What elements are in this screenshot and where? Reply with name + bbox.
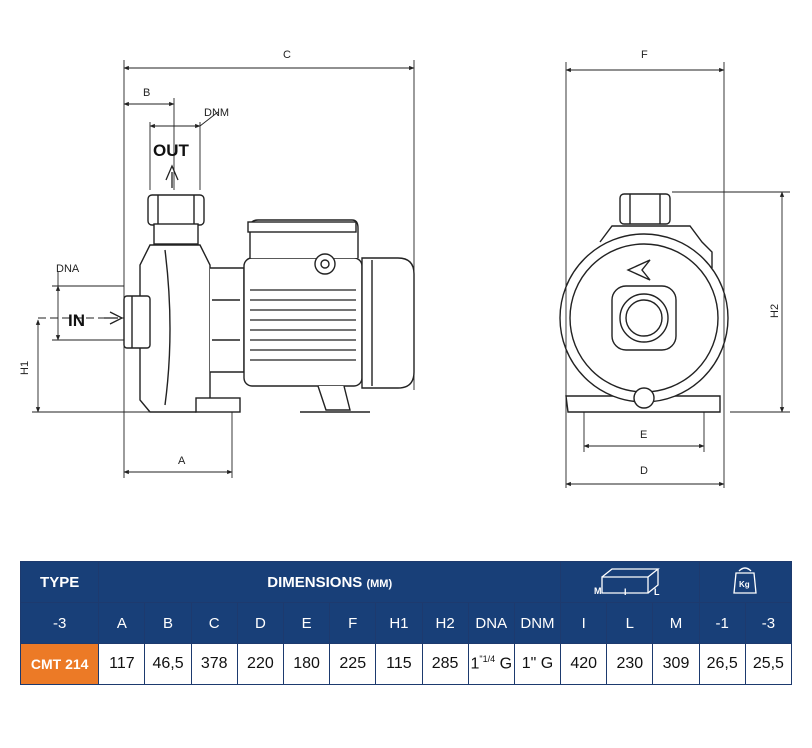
front-dimension-lines bbox=[565, 62, 790, 488]
label-d: D bbox=[640, 465, 648, 477]
subheader-cell: DNA bbox=[467, 602, 515, 644]
subheader-cell: A bbox=[98, 602, 146, 644]
subheader-cell: -3 bbox=[744, 602, 793, 644]
subheader-cell: -1 bbox=[698, 602, 746, 644]
dimensions-header: DIMENSIONS (MM) bbox=[98, 561, 562, 603]
label-h2: H2 bbox=[769, 304, 781, 318]
weight-icon-text: Kg bbox=[739, 580, 750, 589]
dimensions-table: TYPE DIMENSIONS (MM) M I L Kg -3 A bbox=[19, 561, 793, 685]
value-b: 46,5 bbox=[144, 643, 192, 685]
box-letter-l: L bbox=[654, 587, 660, 597]
label-b: B bbox=[143, 87, 150, 99]
subheader-cell: I bbox=[560, 602, 608, 644]
label-c: C bbox=[283, 49, 291, 61]
dimensions-unit: (MM) bbox=[366, 577, 393, 590]
label-e: E bbox=[640, 429, 647, 441]
subheader-cell: L bbox=[606, 602, 654, 644]
value-dna: 1"1/4 G bbox=[467, 643, 515, 685]
subheader-cell: F bbox=[329, 602, 377, 644]
value-l: 230 bbox=[606, 643, 654, 685]
weight-kg-icon: Kg bbox=[698, 561, 793, 603]
label-f: F bbox=[641, 49, 648, 61]
value-d: 220 bbox=[236, 643, 284, 685]
label-dna: DNA bbox=[56, 263, 80, 275]
subheader-cell: H1 bbox=[375, 602, 423, 644]
label-out: OUT bbox=[153, 141, 190, 160]
value-h1: 115 bbox=[375, 643, 423, 685]
subheader-cell: D bbox=[236, 602, 284, 644]
subheader-cell: H2 bbox=[421, 602, 469, 644]
side-view bbox=[123, 194, 415, 413]
subheader-cell: B bbox=[144, 602, 192, 644]
label-h1: H1 bbox=[19, 361, 31, 375]
subheader-cell: E bbox=[282, 602, 331, 644]
value-a: 117 bbox=[98, 643, 146, 685]
flow-arrows bbox=[104, 164, 179, 325]
value-weight-3: 25,5 bbox=[744, 643, 793, 685]
value-dnm: 1" G bbox=[513, 643, 562, 685]
type-cell: CMT 214 bbox=[19, 643, 100, 685]
subheader-cell: DNM bbox=[513, 602, 562, 644]
subheader-cell: -3 bbox=[19, 602, 100, 644]
dna-suffix: G bbox=[495, 655, 513, 673]
package-dimensions-icon: M I L bbox=[560, 561, 700, 603]
label-dnm: DNM bbox=[204, 107, 229, 119]
dna-main: 1 bbox=[470, 655, 480, 673]
box-letter-m: M bbox=[594, 586, 602, 596]
table-subheader-row: -3 A B C D E F H1 H2 DNA DNM I L M -1 -3 bbox=[19, 602, 793, 644]
value-m: 309 bbox=[652, 643, 700, 685]
subheader-cell: M bbox=[652, 602, 700, 644]
side-dimension-lines bbox=[32, 60, 415, 478]
value-f: 225 bbox=[329, 643, 377, 685]
value-i: 420 bbox=[560, 643, 608, 685]
value-c: 378 bbox=[190, 643, 238, 685]
box-letter-i: I bbox=[624, 587, 627, 597]
value-e: 180 bbox=[282, 643, 331, 685]
table-header-row: TYPE DIMENSIONS (MM) M I L Kg bbox=[19, 561, 793, 603]
cooling-fins bbox=[250, 289, 356, 361]
table-row: CMT 214 117 46,5 378 220 180 225 115 285… bbox=[19, 643, 793, 685]
value-weight-1: 26,5 bbox=[698, 643, 746, 685]
dimensions-header-label: DIMENSIONS bbox=[267, 573, 363, 591]
front-view bbox=[559, 193, 729, 413]
pump-technical-drawing: C B DNM OUT DNA IN A H1 F E D H2 bbox=[19, 49, 790, 488]
value-h2: 285 bbox=[421, 643, 469, 685]
label-a: A bbox=[178, 455, 186, 467]
label-in: IN bbox=[68, 311, 85, 330]
dna-sup: "1/4 bbox=[479, 654, 496, 665]
type-header: TYPE bbox=[19, 561, 100, 603]
subheader-cell: C bbox=[190, 602, 238, 644]
